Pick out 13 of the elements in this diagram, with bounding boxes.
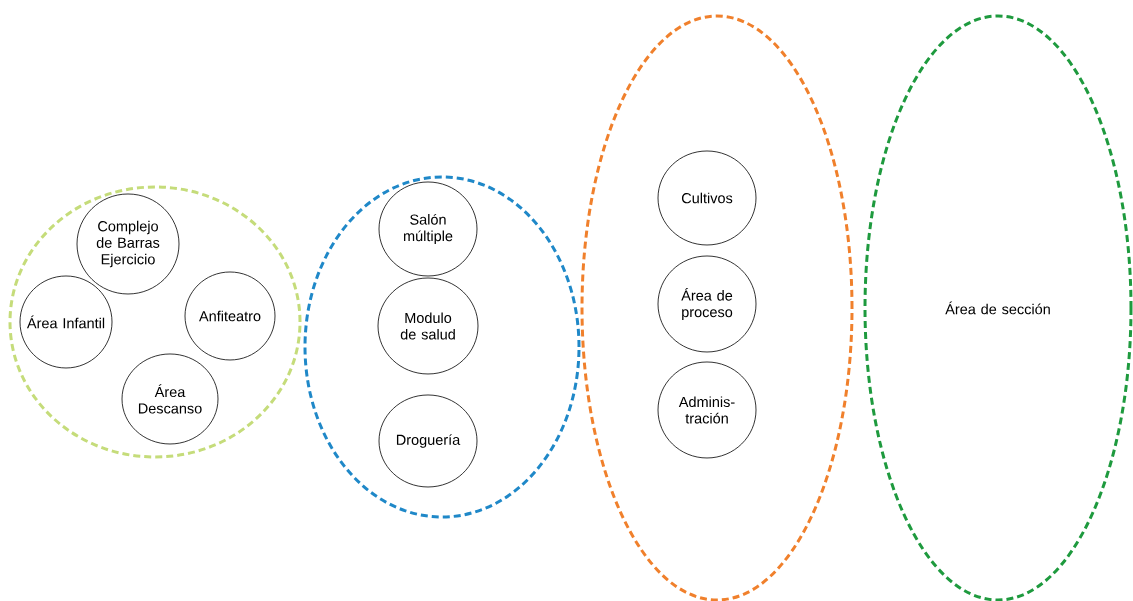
dashed-ellipse bbox=[303, 175, 581, 519]
dashed-ellipse bbox=[580, 14, 854, 601]
circle-node: Complejo de Barras Ejercicio bbox=[76, 193, 180, 295]
circle-node: Adminis- tración bbox=[657, 361, 757, 459]
circle-node: Anfiteatro bbox=[184, 271, 276, 361]
circle-node: Salón múltiple bbox=[378, 181, 478, 277]
circle-node: Área Descanso bbox=[121, 353, 219, 445]
circle-node: Área de proceso bbox=[657, 255, 757, 353]
circle-node: Droguería bbox=[378, 394, 478, 488]
circle-node: Área Infantil bbox=[19, 275, 113, 369]
circle-node: Modulo de salud bbox=[377, 277, 479, 375]
dashed-ellipse bbox=[8, 185, 302, 459]
circle-node: Cultivos bbox=[657, 150, 757, 246]
